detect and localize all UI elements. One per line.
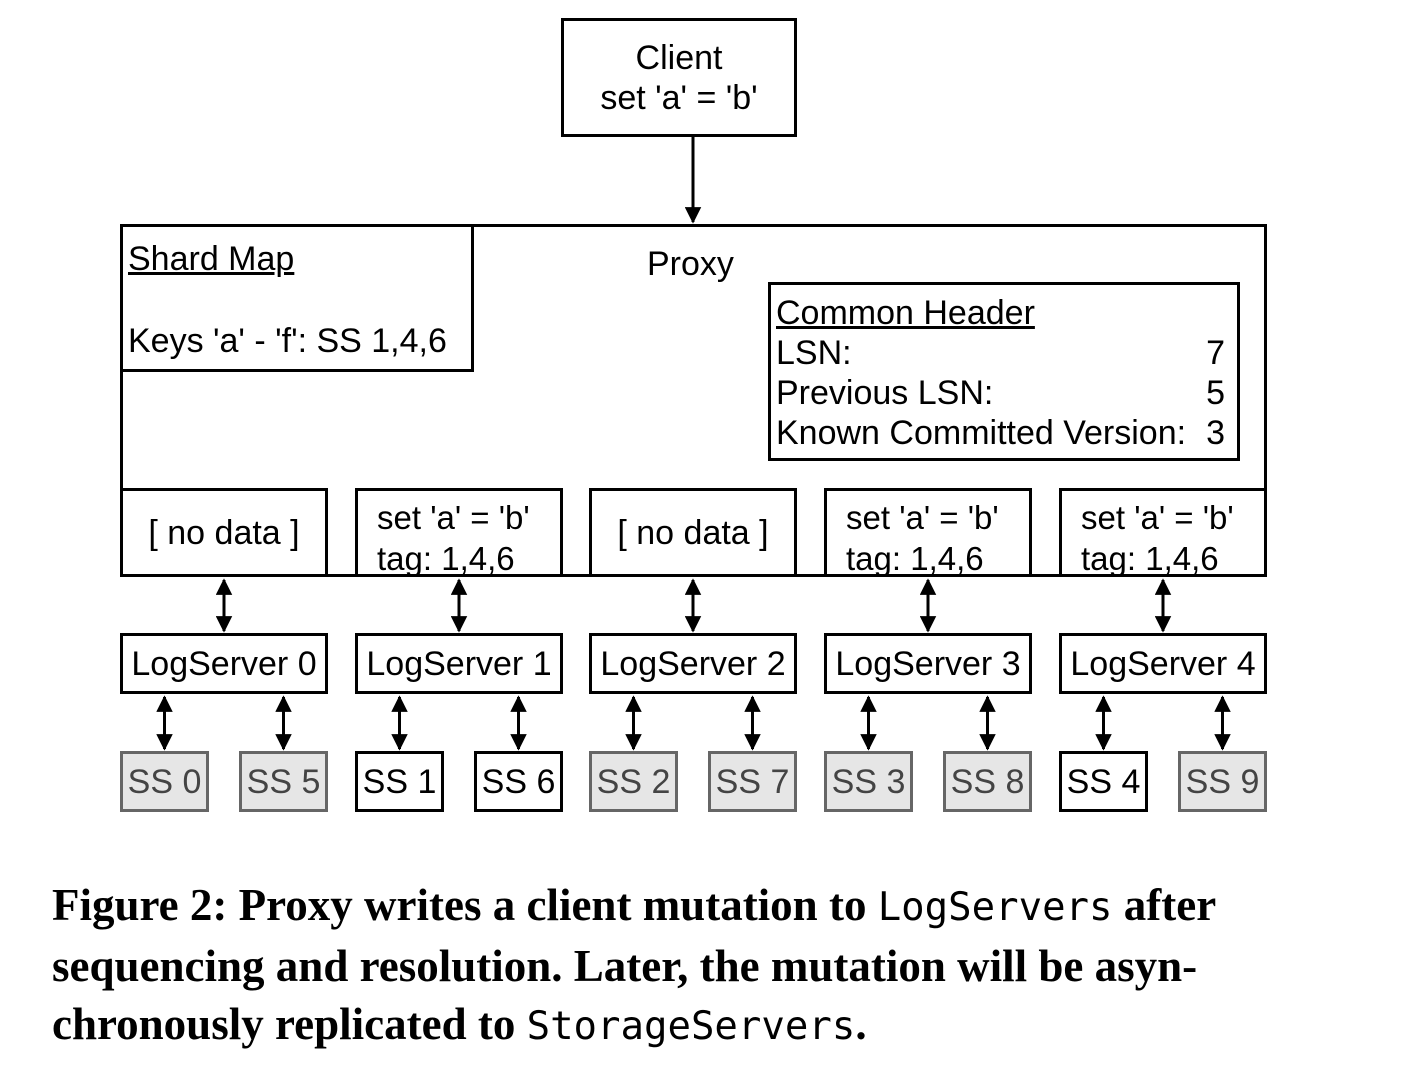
client-title: Client xyxy=(635,38,723,77)
header-row-label: Previous LSN: xyxy=(776,374,994,412)
storage-server-label: SS 8 xyxy=(950,762,1025,801)
storage-server-3: SS 6 xyxy=(474,751,563,812)
buffer-line1: [ no data ] xyxy=(148,513,300,552)
buffer-line1: set 'a' = 'b' xyxy=(846,499,999,536)
proxy-title: Proxy xyxy=(647,245,734,283)
storage-server-9: SS 9 xyxy=(1178,751,1267,812)
storage-server-label: SS 4 xyxy=(1066,762,1141,801)
header-row-value: 7 xyxy=(1206,334,1225,372)
logserver-3: LogServer 3 xyxy=(824,633,1032,694)
common-header-box: Common Header LSN: 7 Previous LSN: 5 Kno… xyxy=(768,282,1240,461)
buffer-logserver-arrows xyxy=(215,578,1172,633)
storage-server-label: SS 0 xyxy=(127,762,202,801)
buffer-line2: tag: 1,4,6 xyxy=(1081,540,1219,577)
caption-code-storageservers: StorageServers xyxy=(526,1004,856,1049)
buffer-line2: tag: 1,4,6 xyxy=(377,540,515,577)
shard-map-entry: Keys 'a' - 'f': SS 1,4,6 xyxy=(128,322,447,360)
logserver-label: LogServer 0 xyxy=(131,644,317,683)
logserver-label: LogServer 3 xyxy=(835,644,1021,683)
storage-server-8: SS 4 xyxy=(1059,751,1148,812)
connector-layer xyxy=(156,136,1231,751)
storage-server-1: SS 5 xyxy=(239,751,328,812)
logserver-label: LogServer 4 xyxy=(1070,644,1256,683)
client-box: Client set 'a' = 'b' xyxy=(561,18,797,137)
storage-server-2: SS 1 xyxy=(355,751,444,812)
proxy-buffer-4: set 'a' = 'b' tag: 1,4,6 xyxy=(1059,488,1267,577)
header-row-known-committed-version: Known Committed Version: 3 xyxy=(776,413,1225,453)
logserver-0: LogServer 0 xyxy=(120,633,328,694)
buffer-line1: set 'a' = 'b' xyxy=(1081,499,1234,536)
figure-caption: Figure 2: Proxy writes a client mutation… xyxy=(52,876,1372,1056)
header-row-label: LSN: xyxy=(776,334,852,372)
caption-code-logservers: LogServers xyxy=(877,885,1113,930)
header-row-value: 5 xyxy=(1206,374,1225,412)
proxy-buffer-2: [ no data ] xyxy=(589,488,797,577)
caption-text-3: . xyxy=(855,999,867,1049)
proxy-buffer-0: [ no data ] xyxy=(120,488,328,577)
logserver-2: LogServer 2 xyxy=(589,633,797,694)
architecture-diagram: Client set 'a' = 'b' Proxy Shard Map Key… xyxy=(120,18,1267,812)
proxy-buffer-3: set 'a' = 'b' tag: 1,4,6 xyxy=(824,488,1032,577)
storage-server-label: SS 2 xyxy=(596,762,671,801)
storage-server-label: SS 9 xyxy=(1185,762,1260,801)
shard-map-title: Shard Map xyxy=(128,240,295,278)
storage-server-label: SS 3 xyxy=(831,762,906,801)
header-row-lsn: LSN: 7 xyxy=(776,333,1225,373)
storage-server-5: SS 7 xyxy=(708,751,797,812)
buffer-line1: set 'a' = 'b' xyxy=(377,499,530,536)
caption-text-2: after sequencing and resolution. Later, … xyxy=(52,880,1216,1049)
client-command: set 'a' = 'b' xyxy=(600,78,758,117)
storage-server-4: SS 2 xyxy=(589,751,678,812)
storage-server-7: SS 8 xyxy=(943,751,1032,812)
shard-map-box: Shard Map Keys 'a' - 'f': SS 1,4,6 xyxy=(120,224,474,372)
storage-server-label: SS 1 xyxy=(362,762,437,801)
buffer-line2: tag: 1,4,6 xyxy=(846,540,984,577)
storage-server-label: SS 7 xyxy=(715,762,790,801)
header-row-value: 3 xyxy=(1206,414,1225,452)
common-header-title: Common Header xyxy=(776,294,1035,332)
storage-server-label: SS 6 xyxy=(481,762,556,801)
caption-text-1: Figure 2: Proxy writes a client mutation… xyxy=(52,880,878,930)
buffer-line1: [ no data ] xyxy=(617,513,769,552)
logserver-label: LogServer 1 xyxy=(366,644,552,683)
logserver-label: LogServer 2 xyxy=(600,644,786,683)
storage-server-0: SS 0 xyxy=(120,751,209,812)
storage-server-6: SS 3 xyxy=(824,751,913,812)
proxy-buffer-1: set 'a' = 'b' tag: 1,4,6 xyxy=(355,488,563,577)
logserver-storage-arrows xyxy=(156,695,1231,751)
logserver-1: LogServer 1 xyxy=(355,633,563,694)
header-row-label: Known Committed Version: xyxy=(776,414,1187,452)
header-row-previous-lsn: Previous LSN: 5 xyxy=(776,373,1225,413)
storage-server-label: SS 5 xyxy=(246,762,321,801)
logserver-4: LogServer 4 xyxy=(1059,633,1267,694)
